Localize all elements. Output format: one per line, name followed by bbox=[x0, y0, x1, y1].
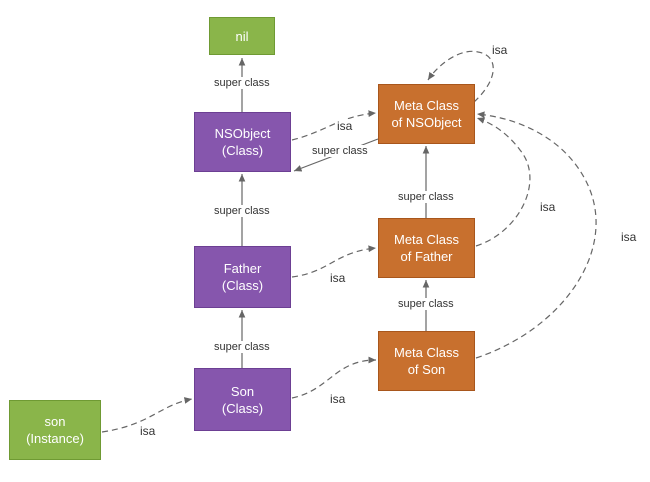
son-instance-node: son (Instance) bbox=[9, 400, 101, 460]
father-class-node: Father (Class) bbox=[194, 246, 291, 308]
meta-nsobject-line2: of NSObject bbox=[391, 115, 462, 130]
son-class-node: Son (Class) bbox=[194, 368, 291, 431]
label-father-isa: isa bbox=[329, 271, 347, 285]
label-nsobject-to-nil: super class bbox=[213, 77, 271, 89]
label-metason-isa: isa bbox=[620, 230, 638, 244]
meta-son-line1: Meta Class bbox=[393, 345, 460, 360]
edge-nsobject-isa bbox=[291, 110, 377, 141]
label-metafather-to-metansobject: super class bbox=[397, 191, 455, 203]
son-instance-name: son bbox=[44, 414, 66, 429]
label-son-isa: isa bbox=[329, 392, 347, 406]
nsobject-class-node: NSObject (Class) bbox=[194, 112, 291, 172]
label-metafather-isa: isa bbox=[539, 200, 557, 214]
father-class-kind: (Class) bbox=[221, 278, 264, 293]
label-instance-isa: isa bbox=[139, 424, 157, 438]
meta-nsobject-line1: Meta Class bbox=[393, 98, 460, 113]
edge-instance-isa bbox=[101, 397, 193, 433]
nil-label: nil bbox=[235, 28, 249, 44]
meta-son-line2: of Son bbox=[407, 362, 446, 377]
label-metansobject-to-nsobject: super class bbox=[311, 145, 369, 157]
edge-father-isa bbox=[291, 245, 377, 278]
edge-metafather-isa bbox=[475, 117, 531, 247]
meta-father-node: Meta Class of Father bbox=[378, 218, 475, 278]
edge-son-isa bbox=[291, 356, 377, 399]
meta-father-line2: of Father bbox=[400, 249, 453, 264]
meta-son-node: Meta Class of Son bbox=[378, 331, 475, 391]
nil-node: nil bbox=[209, 17, 275, 55]
label-nsobject-isa: isa bbox=[336, 119, 354, 133]
son-instance-kind: (Instance) bbox=[26, 431, 84, 446]
father-class-name: Father bbox=[223, 261, 262, 276]
edge-metason-isa bbox=[475, 111, 597, 359]
label-father-to-nsobject: super class bbox=[213, 205, 271, 217]
label-metason-to-metafather: super class bbox=[397, 298, 455, 310]
meta-father-line1: Meta Class bbox=[393, 232, 460, 247]
son-class-kind: (Class) bbox=[221, 400, 264, 416]
nsobject-class-name: NSObject bbox=[214, 126, 271, 141]
son-class-name: Son bbox=[230, 383, 255, 399]
edge-metansobject-self-isa bbox=[427, 50, 494, 103]
meta-nsobject-node: Meta Class of NSObject bbox=[378, 84, 475, 144]
label-metansobject-self-isa: isa bbox=[491, 43, 509, 57]
nsobject-class-kind: (Class) bbox=[221, 143, 264, 158]
label-son-to-father: super class bbox=[213, 341, 271, 353]
